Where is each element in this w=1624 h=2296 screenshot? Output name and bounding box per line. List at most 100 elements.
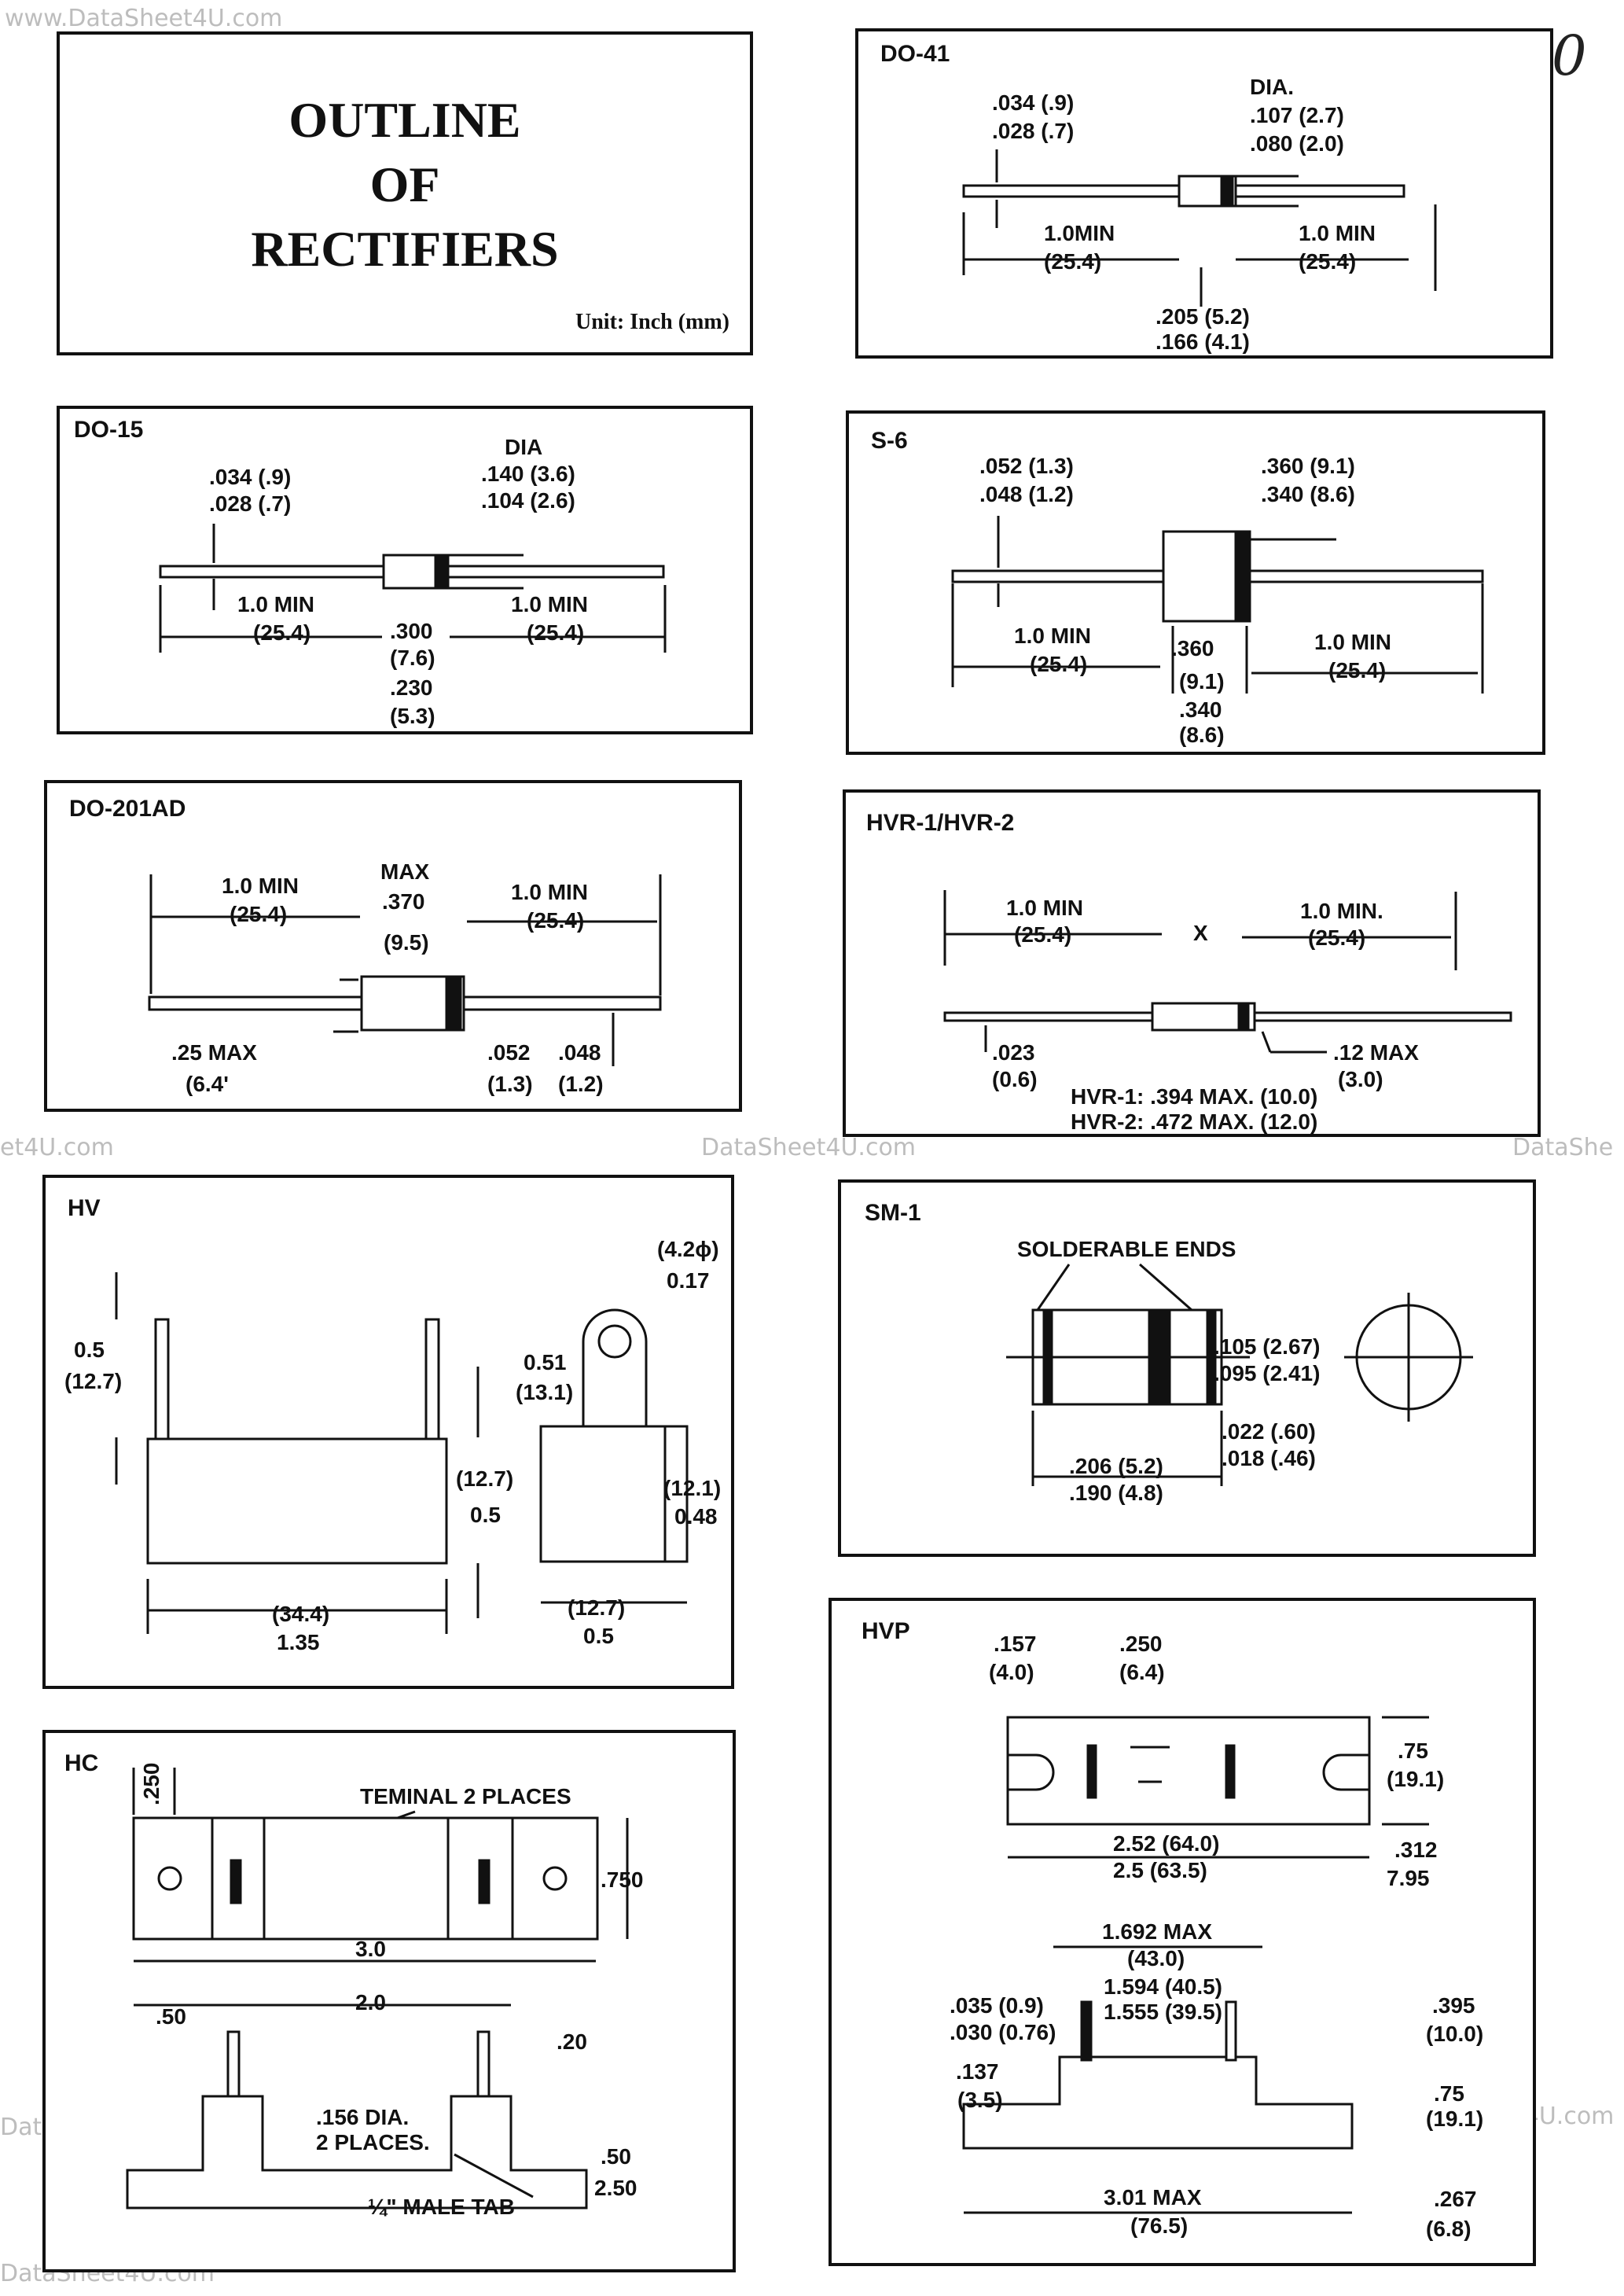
- hc-side-pin: [476, 2030, 491, 2098]
- hv-height-1: (12.7): [456, 1466, 513, 1491]
- hc-tab-w: .250: [139, 1763, 164, 1806]
- hc-male-tab: ¼" MALE TAB: [368, 2195, 515, 2219]
- panel-do201ad: DO-201AD 1.0 MIN (25.4) MAX .370 (9.5) 1…: [44, 780, 742, 1112]
- do15-left-len-2: (25.4): [253, 620, 310, 645]
- hc-terminal: [478, 1859, 491, 1904]
- sm1-end-2: .018 (.46): [1222, 1446, 1316, 1470]
- hvp-base-1: .137: [956, 2059, 999, 2084]
- s6-body-len-2: (9.1): [1179, 669, 1225, 694]
- s6-body-dia-2: .340 (8.6): [1261, 482, 1355, 506]
- watermark: et4U.com: [0, 1134, 114, 1161]
- do15-body-len-3: .230: [390, 675, 433, 700]
- hvp-terminal-right: [1322, 1753, 1369, 1791]
- hvr-right-len-1: 1.0 MIN.: [1300, 899, 1383, 923]
- do15-body-len-2: (7.6): [390, 646, 435, 670]
- title-line-3: RECTIFIERS: [251, 221, 559, 277]
- hc-height: .750: [601, 1867, 644, 1892]
- panel-s6: S-6 .052 (1.3) .048 (1.2) .360 (9.1) .34…: [846, 410, 1545, 755]
- s6-body-len-4: (8.6): [1179, 723, 1225, 747]
- s6-drawing: S-6 .052 (1.3) .048 (1.2) .360 (9.1) .34…: [871, 428, 1484, 747]
- hvp-ph-1: .395: [1432, 1993, 1475, 2018]
- do41-body-dia-label: DIA.: [1250, 75, 1294, 99]
- do201ad-body-len-2: (9.5): [384, 930, 429, 955]
- panel-do41: DO-41 .034 (.9) .028 (.7) DIA. .107 (2.7…: [855, 28, 1553, 359]
- hvp-side-pin: [1225, 2000, 1237, 2062]
- hvr-title: HVR-1/HVR-2: [866, 810, 1014, 836]
- hv-hole-1: (4.2ϕ): [657, 1237, 719, 1261]
- hc-title: HC: [64, 1750, 98, 1776]
- do41-body-dia-2: .080 (2.0): [1250, 131, 1344, 156]
- s6-left-len-1: 1.0 MIN: [1014, 624, 1091, 648]
- hvp-drawing: HVP .157 (4.0) .250 (6.4) .75 (19.1) 2.5…: [862, 1618, 1483, 2241]
- panel-sm1: SM-1 SOLDERABLE ENDS .105 (2.67) .095 (2…: [838, 1179, 1536, 1557]
- hvr-body: [1151, 1002, 1256, 1032]
- hvp-terminal-left: [1008, 1753, 1055, 1791]
- do41-band: [1220, 175, 1234, 208]
- hv-side-body: [539, 1425, 689, 1563]
- s6-band: [1234, 530, 1250, 623]
- hc-terminal-label: TEMINAL 2 PLACES: [360, 1784, 571, 1808]
- hv-pin-right: [424, 1318, 440, 1441]
- hc-drawing: HC .250 TEMINAL 2 PLACES .750 3.0 2.0 .5…: [64, 1750, 644, 2219]
- hvp-bh-1: .75: [1434, 2081, 1464, 2106]
- do15-lead-dia-1: .034 (.9): [209, 465, 291, 489]
- s6-body-dia-1: .360 (9.1): [1261, 454, 1355, 478]
- title-panel: OUTLINE OF RECTIFIERS Unit: Inch (mm): [57, 31, 753, 355]
- hc-rh-1: .50: [601, 2144, 631, 2169]
- s6-left-len-2: (25.4): [1030, 652, 1087, 676]
- panel-hc: HC .250 TEMINAL 2 PLACES .750 3.0 2.0 .5…: [42, 1730, 736, 2272]
- do15-drawing: DO-15 .034 (.9) .028 (.7) DIA .140 (3.6)…: [74, 417, 667, 728]
- hv-tab: [582, 1308, 648, 1398]
- hv-side-h-2: 0.48: [674, 1504, 718, 1529]
- title-line-2: OF: [369, 156, 440, 212]
- watermark: www.DataSheet4U.com: [5, 5, 283, 32]
- hvp-d1-2: (4.0): [989, 1660, 1034, 1684]
- watermark: DataShe: [1512, 1134, 1614, 1161]
- hvp-tot-1: 3.01 MAX: [1104, 2185, 1202, 2210]
- hvp-max-1: 1.692 MAX: [1102, 1919, 1212, 1944]
- do201ad-left-len-2: (25.4): [230, 902, 287, 926]
- do41-body-dia-1: .107 (2.7): [1250, 103, 1344, 127]
- hvp-base-2: (3.5): [957, 2088, 1003, 2112]
- do41-left-len-1: 1.0MIN: [1044, 221, 1115, 245]
- hvp-d2-1: .250: [1119, 1632, 1163, 1656]
- hv-mount-hole-icon: [597, 1324, 632, 1359]
- do15-title: DO-15: [74, 417, 143, 443]
- hvr-arrow: [1261, 1031, 1272, 1053]
- do41-body-len-1: .205 (5.2): [1156, 304, 1250, 329]
- do201ad-drawing: DO-201AD 1.0 MIN (25.4) MAX .370 (9.5) 1…: [69, 796, 662, 1096]
- s6-lead-dia-1: .052 (1.3): [979, 454, 1074, 478]
- hvr-x-label: X: [1193, 921, 1208, 945]
- do201ad-body-dia-1: .25 MAX: [171, 1040, 257, 1065]
- hvp-bh-2: (19.1): [1426, 2107, 1483, 2131]
- watermark: DataSheet4U.com: [701, 1134, 917, 1161]
- hc-offset: .50: [156, 2004, 186, 2029]
- hvp-pin-2: .030 (0.76): [950, 2020, 1056, 2044]
- sm1-end-1: .022 (.60): [1222, 1419, 1316, 1444]
- do201ad-lead-dia-3: .048: [558, 1040, 601, 1065]
- hc-terminal: [230, 1859, 242, 1904]
- hvr-body-dia-2: (3.0): [1338, 1067, 1383, 1091]
- s6-right-len-2: (25.4): [1328, 658, 1386, 683]
- hv-drawing: HV 0.5 (12.7) (12.7) 0.5 (34.4) 1.35 (4.…: [64, 1195, 721, 1654]
- hc-side-profile: [126, 2095, 588, 2210]
- do201ad-right-len-1: 1.0 MIN: [511, 880, 588, 904]
- panel-do15: DO-15 .034 (.9) .028 (.7) DIA .140 (3.6)…: [57, 406, 753, 734]
- hv-tab-2: (13.1): [516, 1380, 573, 1404]
- hc-side-pin: [226, 2030, 241, 2098]
- do15-lead-dia-2: .028 (.7): [209, 491, 291, 516]
- hvp-max-2: (43.0): [1127, 1946, 1185, 1970]
- do15-body-len-4: (5.3): [390, 704, 435, 728]
- hvp-h-2: (19.1): [1387, 1767, 1444, 1791]
- hvp-element: [1086, 1744, 1097, 1799]
- hc-pin-w: .20: [557, 2029, 587, 2054]
- hvr-lead-dia-2: (0.6): [992, 1067, 1038, 1091]
- hc-leader: [454, 2153, 534, 2198]
- hv-side-w-2: 0.5: [583, 1624, 614, 1648]
- do15-right-len-2: (25.4): [527, 620, 584, 645]
- panel-hvp: HVP .157 (4.0) .250 (6.4) .75 (19.1) 2.5…: [829, 1598, 1536, 2266]
- do201ad-lead-dia-2: (1.3): [487, 1072, 533, 1096]
- hvr-left-len-1: 1.0 MIN: [1006, 896, 1083, 920]
- s6-title: S-6: [871, 428, 908, 454]
- hv-title: HV: [68, 1195, 101, 1221]
